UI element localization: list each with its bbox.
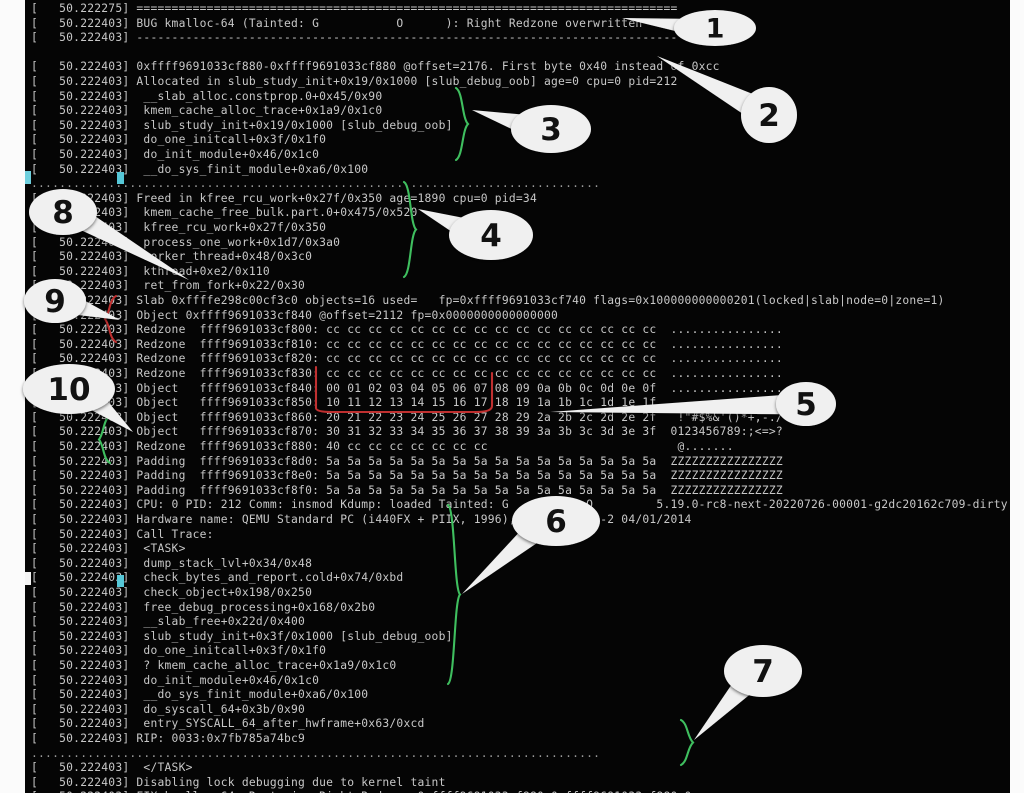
terminal-line: [ 50.222403] RIP: 0033:0x7fb785a74bc9 [31,732,306,745]
terminal-line: [ 50.222403] __slab_free+0x22d/0x400 [31,615,306,629]
terminal-line: [ 50.222403] do_syscall_64+0x3b/0x90 [31,702,306,716]
terminal-line: [ 50.222403] do_init_module+0x46/0x1c0 [31,148,320,161]
terminal-line: [ 50.222403] Redzone ffff9691033cf880: 4… [31,440,734,453]
terminal-line: [ 50.222403] kthread+0xe2/0x110 [31,264,270,278]
terminal-line: [ 50.222403] kfree_rcu_work+0x27f/0x350 [31,221,327,234]
terminal-line: [ 50.222403] do_one_initcall+0x3f/0x1f0 [31,133,327,147]
terminal-line: [ 50.222403] Hardware name: QEMU Standar… [31,513,692,526]
page-break-separator: ........................................… [31,177,601,191]
terminal-line: [ 50.222403] slub_study_init+0x3f/0x1000… [31,629,453,643]
terminal-line: [ 50.222403] __do_sys_finit_module+0xa6/… [31,688,369,702]
terminal-line: [ 50.222403] 0xffff9691033cf880-0xffff96… [31,60,720,74]
terminal-line: [ 50.222403] do_one_initcall+0x3f/0x1f0 [31,644,327,658]
terminal-line: [ 50.222403] Object ffff9691033cf860: 20… [31,410,783,424]
terminal-line: [ 50.222403] __slab_alloc.constprop.0+0x… [31,89,383,103]
terminal-line: [ 50.222403] slub_study_init+0x19/0x1000… [31,118,453,132]
terminal-line: [ 50.222403] process_one_work+0x1d7/0x3a… [31,235,341,249]
terminal-line: [ 50.222403] Object ffff9691033cf840: 00… [31,381,783,395]
terminal-line: [ 50.222403] Redzone ffff9691033cf820: c… [31,352,783,366]
terminal-line: [ 50.222403] CPU: 0 PID: 212 Comm: insmo… [31,498,1010,512]
terminal-line: [ 50.222403] Redzone ffff9691033cf800: c… [31,323,783,337]
page-margin-right [1010,0,1024,793]
terminal-line: [ 50.222403] Freed in kfree_rcu_work+0x2… [31,191,537,205]
terminal-line: [ 50.222403] FIX kmalloc-64: Restoring R… [31,790,713,793]
terminal-line: [ 50.222275] ===========================… [31,2,678,15]
terminal-line: [ 50.222403] Padding ffff9691033cf8d0: 5… [31,454,783,468]
terminal-line: [ 50.222403] Redzone ffff9691033cf810: c… [31,337,783,351]
terminal-line: [ 50.222403] Call Trace: [31,527,214,541]
page-break-separator: ........................................… [31,746,601,760]
terminal-line: [ 50.222403] BUG kmalloc-64 (Tainted: G … [31,16,643,30]
terminal-line: [ 50.222403] Padding ffff9691033cf8e0: 5… [31,469,783,483]
terminal-line: [ 50.222403] kmem_cache_free_bulk.part.0… [31,206,418,220]
terminal-line: [ 50.222403] check_bytes_and_report.cold… [31,571,404,585]
terminal-line: [ 50.222403] worker_thread+0x48/0x3c0 [31,250,313,264]
terminal-line: [ 50.222403] Object ffff9691033cf870: 30… [31,425,783,439]
terminal-line: [ 50.222403] Allocated in slub_study_ini… [31,75,678,88]
terminal-line [31,46,38,61]
white-mark-left-slub [25,572,31,585]
terminal-line: [ 50.222403] ? kmem_cache_alloc_trace+0x… [31,659,397,672]
cyan-mark-slub-line [117,575,124,587]
terminal-console[interactable]: [ 50.222275] ===========================… [25,0,1010,793]
page-margin-left [0,0,25,793]
terminal-line: [ 50.222403] Disabling lock debugging du… [31,775,446,789]
terminal-line: [ 50.222403] ret_from_fork+0x22/0x30 [31,279,306,293]
terminal-line: [ 50.222403] </TASK> [31,761,193,775]
terminal-line: [ 50.222403] ---------------------------… [31,31,678,45]
terminal-line: [ 50.222403] entry_SYSCALL_64_after_hwfr… [31,717,425,731]
terminal-line: [ 50.222403] free_debug_processing+0x168… [31,600,376,614]
terminal-line: [ 50.222403] Slab 0xffffe298c00cf3c0 obj… [31,294,945,307]
terminal-line: [ 50.222403] kmem_cache_alloc_trace+0x1a… [31,104,383,118]
terminal-line: [ 50.222403] Redzone ffff9691033cf830: c… [31,367,783,380]
terminal-line: [ 50.222403] check_object+0x198/0x250 [31,586,313,599]
cyan-mark-freed-line [117,172,124,184]
terminal-line: [ 50.222403] dump_stack_lvl+0x34/0x48 [31,556,313,570]
terminal-line: [ 50.222403] do_init_module+0x46/0x1c0 [31,673,320,687]
terminal-line: [ 50.222403] <TASK> [31,542,186,556]
terminal-line: [ 50.222403] __do_sys_finit_module+0xa6/… [31,162,369,176]
terminal-line: [ 50.222403] Object 0xffff9691033cf840 @… [31,308,559,322]
terminal-line: [ 50.222403] Padding ffff9691033cf8f0: 5… [31,483,783,497]
terminal-line: [ 50.222403] Object ffff9691033cf850: 10… [31,396,783,410]
cyan-mark-left-freed [25,171,31,184]
